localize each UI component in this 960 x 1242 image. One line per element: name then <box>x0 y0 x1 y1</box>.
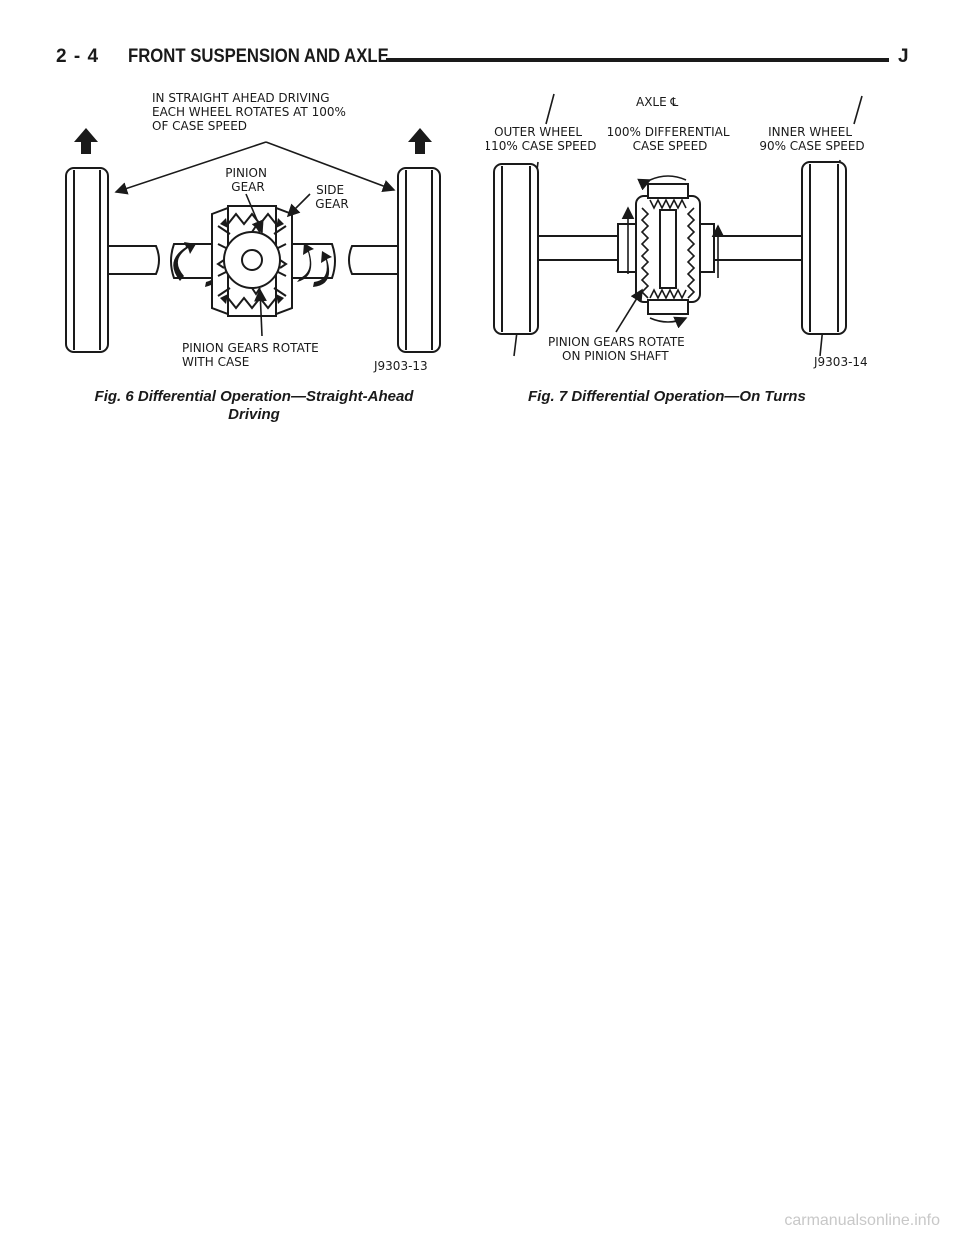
fig7-label-outer-wheel: OUTER WHEEL 110% CASE SPEED <box>486 125 596 153</box>
figure-6-caption-line-1: Fig. 6 Differential Operation—Straight-A… <box>94 388 414 405</box>
figure-7-caption: Fig. 7 Differential Operation—On Turns <box>528 388 806 405</box>
fig7-label-axle: AXLE ℄ <box>636 95 679 109</box>
rotation-arrow-left-icon <box>173 242 196 281</box>
differential-case <box>635 183 701 315</box>
fig6-label-pinion-gear: PINION GEAR <box>225 166 271 194</box>
watermark: carmanualsonline.info <box>784 1212 940 1229</box>
page-number: 2 - 4 <box>56 46 100 67</box>
inner-wheel <box>801 161 847 335</box>
header-rule <box>386 58 889 62</box>
fig7-label-pinion-rotate: PINION GEARS ROTATE ON PINION SHAFT <box>548 335 689 363</box>
rotation-arrow-center-right-icon <box>297 243 314 282</box>
manual-letter: J <box>898 46 909 67</box>
fig6-label-side-gear: SIDE GEAR <box>315 183 348 211</box>
outer-wheel <box>493 163 539 335</box>
figure-6-caption: Fig. 6 Differential Operation—Straight-A… <box>74 388 434 424</box>
fig6-label-pinion-rotate: PINION GEARS ROTATE WITH CASE <box>182 341 323 369</box>
axle-shaft <box>537 223 803 273</box>
fig7-figure-code: J9303-14 <box>813 355 868 369</box>
rotation-arrow-right-icon <box>313 251 332 287</box>
fig6-figure-code: J9303-13 <box>373 359 428 373</box>
page-header: 2 - 4 FRONT SUSPENSION AND AXLE J <box>40 44 920 74</box>
pinion-gear-teeth <box>640 198 696 300</box>
figure-7-on-turns-diagram: AXLE ℄ OUTER WHEEL 110% CASE SPEED 100% … <box>486 93 868 369</box>
fig6-label-straight-ahead: IN STRAIGHT AHEAD DRIVING EACH WHEEL ROT… <box>152 91 350 133</box>
fig7-label-inner-wheel: INNER WHEEL 90% CASE SPEED <box>759 125 864 153</box>
figure-6-caption-line-2: Driving <box>228 406 280 423</box>
section-title: FRONT SUSPENSION AND AXLE <box>128 46 389 67</box>
left-wheel <box>65 167 109 353</box>
forward-arrow-left-icon <box>74 128 98 154</box>
figure-6-straight-ahead-diagram: IN STRAIGHT AHEAD DRIVING EACH WHEEL ROT… <box>65 91 441 373</box>
fig7-label-differential-speed: 100% DIFFERENTIAL CASE SPEED <box>607 125 734 153</box>
right-wheel <box>397 167 441 353</box>
forward-arrow-right-icon <box>408 128 432 154</box>
